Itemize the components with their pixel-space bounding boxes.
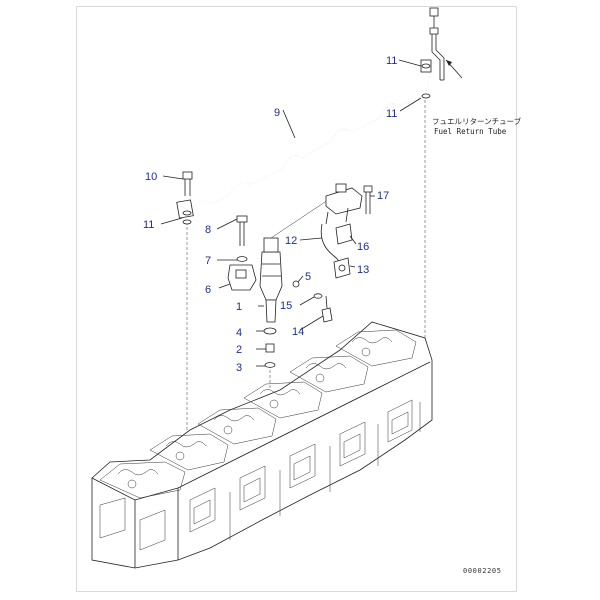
callout-labels: 1 2 3 4 5 6 7 8 9 10 11 11 11 12 13 14 1…: [143, 55, 397, 374]
callout-7: 7: [205, 255, 211, 267]
callout-6: 6: [205, 284, 211, 296]
bolt-10: [182, 171, 193, 225]
callout-3: 3: [236, 362, 242, 374]
callout-11-bolt: 11: [143, 219, 154, 231]
fuel-return-tube-note-jp: フュエルリターンチューブ: [432, 116, 522, 126]
callout-8: 8: [205, 224, 211, 236]
drawing-code: 00002205: [463, 567, 502, 575]
callout-14: 14: [292, 326, 304, 338]
callout-11-top: 11: [386, 55, 397, 67]
callout-10: 10: [145, 171, 157, 183]
callout-11-mid: 11: [386, 108, 397, 120]
callout-2: 2: [236, 344, 242, 356]
injector-harness: [313, 183, 373, 323]
diagram-frame: [76, 6, 517, 592]
callout-9: 9: [274, 107, 280, 119]
fuel-return-tube-note-en: Fuel Return Tube: [434, 127, 507, 136]
injector-assembly: [227, 191, 341, 368]
callout-17: 17: [377, 190, 389, 202]
fuel-return-tube: [176, 59, 432, 219]
return-pipe-fitting: [421, 7, 463, 99]
callout-15: 15: [280, 300, 292, 312]
callout-5: 5: [305, 271, 311, 283]
assembly-guides: [186, 100, 426, 430]
callout-16: 16: [357, 241, 369, 253]
callout-1: 1: [236, 301, 242, 313]
callout-12: 12: [285, 235, 297, 247]
cylinder-head-block: [91, 321, 433, 569]
callout-leaders: [160, 59, 422, 367]
callout-13: 13: [357, 264, 369, 276]
callout-4: 4: [236, 327, 242, 339]
